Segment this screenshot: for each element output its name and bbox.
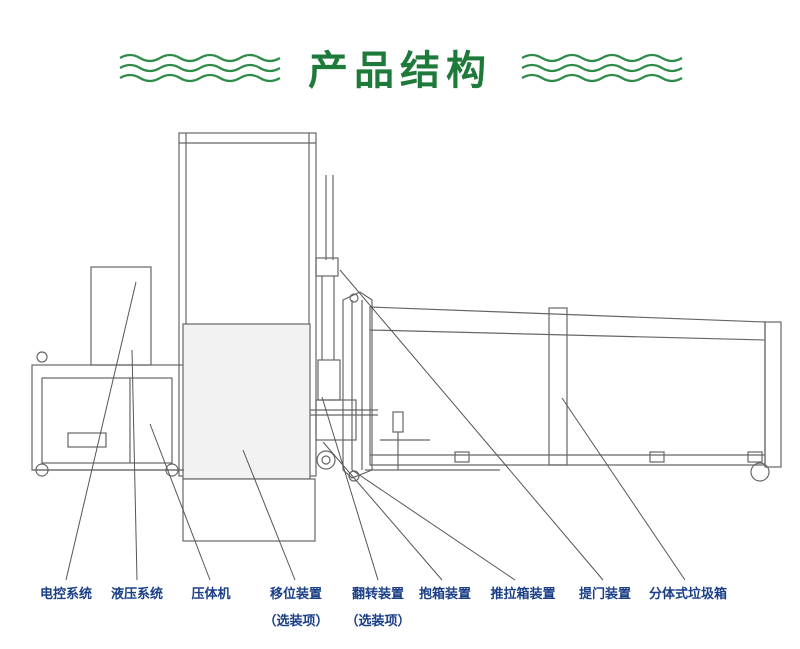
leader-flip — [321, 396, 379, 581]
leader-electric-control — [65, 281, 137, 581]
shift-device — [182, 323, 316, 542]
leader-hug-box — [322, 441, 443, 581]
leader-shift — [242, 449, 296, 581]
leader-hydraulic — [131, 349, 138, 581]
electric-control-unit — [31, 351, 185, 477]
leader-lift-door — [339, 269, 604, 581]
flip-device — [310, 175, 378, 470]
label-shift: 移位装置 — [269, 587, 323, 602]
leader-lines — [65, 269, 686, 581]
hydraulic-unit — [90, 266, 152, 366]
label-lift-door: 提门装置 — [578, 587, 632, 602]
label-split-box: 分体式垃圾箱 — [648, 587, 728, 602]
leader-push-pull — [351, 469, 516, 581]
label-hug-box: 抱箱装置 — [418, 587, 472, 602]
left-wave-decoration — [119, 53, 281, 83]
leader-split-box — [561, 397, 686, 581]
label-hydraulic: 液压系统 — [110, 587, 164, 602]
label-flip-note: （选装项） — [345, 614, 411, 629]
hug-box-device — [342, 291, 373, 482]
split-garbage-box — [369, 306, 782, 482]
page-title: 产品结构 — [308, 48, 492, 94]
right-wave-decoration — [521, 53, 683, 83]
label-compressor: 压体机 — [191, 587, 231, 602]
label-flip: 翻转装置 — [351, 587, 405, 602]
leader-compressor — [149, 423, 211, 581]
label-shift-note: （选装项） — [263, 614, 329, 629]
push-pull-device — [365, 411, 500, 471]
label-electric-control: 电控系统 — [39, 587, 93, 602]
label-push-pull: 推拉箱装置 — [490, 587, 556, 602]
